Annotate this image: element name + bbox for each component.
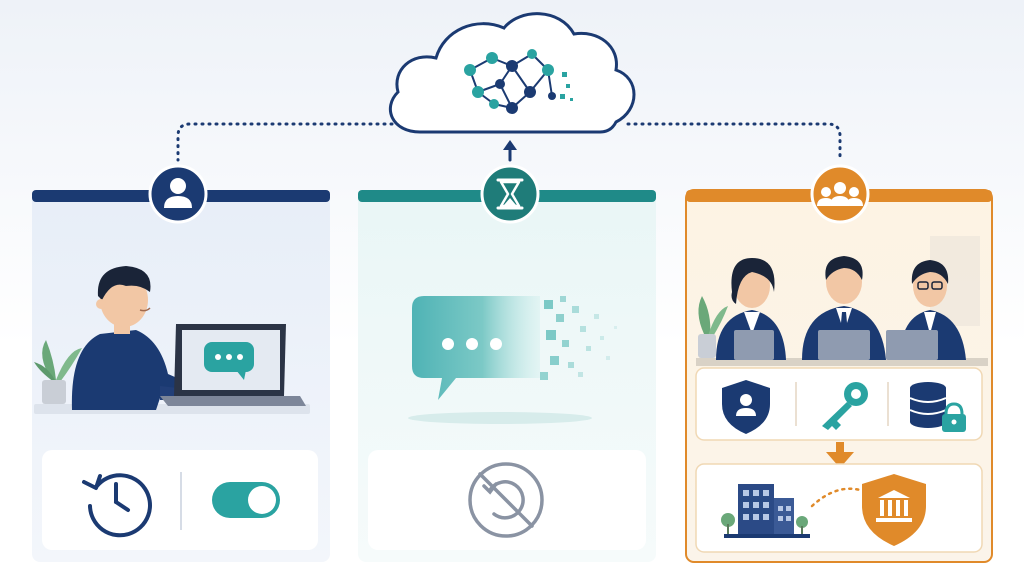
office-building-icon bbox=[721, 484, 810, 538]
key-icon bbox=[822, 382, 868, 430]
no-history-icon bbox=[468, 462, 544, 538]
cloud-node bbox=[388, 12, 636, 134]
person-at-laptop-illustration bbox=[34, 266, 310, 414]
bank-shield-icon bbox=[862, 474, 926, 546]
dotted-connector bbox=[810, 487, 862, 508]
hourglass-icon bbox=[480, 164, 540, 224]
group-icon bbox=[810, 164, 870, 224]
panel-individual bbox=[32, 164, 330, 562]
panel-enterprise bbox=[685, 164, 993, 563]
toggle-switch-on-icon bbox=[212, 482, 280, 518]
user-shield-icon bbox=[722, 380, 770, 434]
panel-temporary bbox=[358, 164, 656, 562]
chat-bubble-icon bbox=[204, 342, 254, 380]
user-icon bbox=[148, 164, 208, 224]
team-at-laptops-illustration bbox=[696, 236, 988, 366]
down-arrow bbox=[826, 442, 854, 468]
history-clock-icon bbox=[82, 473, 152, 538]
locked-database-icon bbox=[909, 382, 966, 432]
connector-lines bbox=[176, 122, 842, 162]
dissolving-chat-bubble-illustration bbox=[408, 296, 617, 424]
